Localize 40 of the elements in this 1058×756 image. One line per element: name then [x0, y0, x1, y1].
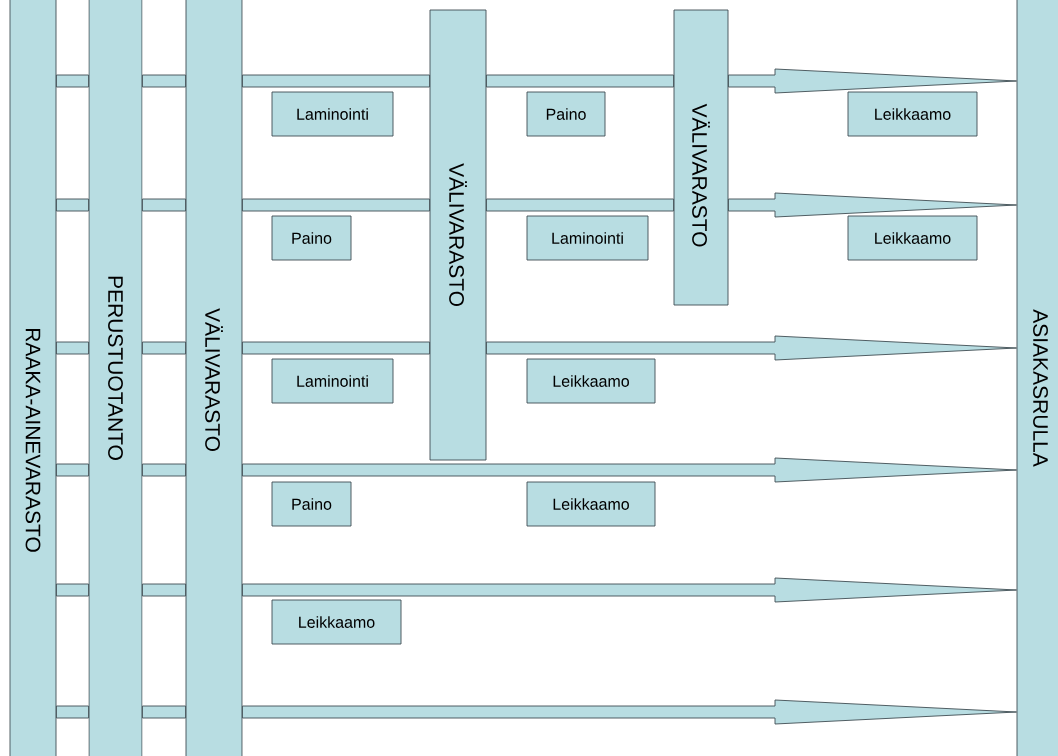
process-box: Paino [526, 91, 606, 137]
connector-line [486, 198, 674, 212]
process-box: Laminointi [526, 215, 649, 261]
process-box: Laminointi [271, 91, 394, 137]
connector-line [56, 583, 89, 597]
arrow [728, 68, 1017, 94]
connector-line [242, 198, 430, 212]
connector-line [56, 74, 89, 88]
arrow [242, 577, 1017, 603]
process-box: Paino [271, 215, 352, 261]
storage-bar: VÄLIVARASTO [673, 9, 729, 306]
connector-line [142, 583, 186, 597]
process-box: Leikkaamo [526, 481, 656, 527]
connector-line [142, 74, 186, 88]
process-box: Laminointi [271, 358, 394, 404]
arrow [242, 699, 1017, 725]
process-box: Paino [271, 481, 352, 527]
storage-bar: VÄLIVARASTO [429, 9, 487, 461]
connector-line [56, 705, 89, 719]
connector-line [142, 198, 186, 212]
connector-line [142, 341, 186, 355]
arrow [242, 457, 1017, 483]
arrow [486, 335, 1017, 361]
connector-line [142, 705, 186, 719]
connector-line [56, 463, 89, 477]
storage-bar: VÄLIVARASTO [185, 0, 243, 756]
connector-line [242, 74, 430, 88]
connector-line [486, 74, 674, 88]
storage-bar: ASIAKASRULLA [1016, 0, 1058, 756]
connector-line [242, 341, 430, 355]
process-box: Leikkaamo [847, 91, 978, 137]
connector-line [142, 463, 186, 477]
process-box: Leikkaamo [271, 599, 402, 645]
connector-line [56, 198, 89, 212]
process-box: Leikkaamo [526, 358, 656, 404]
process-box: Leikkaamo [847, 215, 978, 261]
storage-bar: RAAKA-AINEVARASTO [9, 0, 57, 756]
connector-line [56, 341, 89, 355]
arrow [728, 192, 1017, 218]
storage-bar: PERUSTUOTANTO [88, 0, 143, 756]
